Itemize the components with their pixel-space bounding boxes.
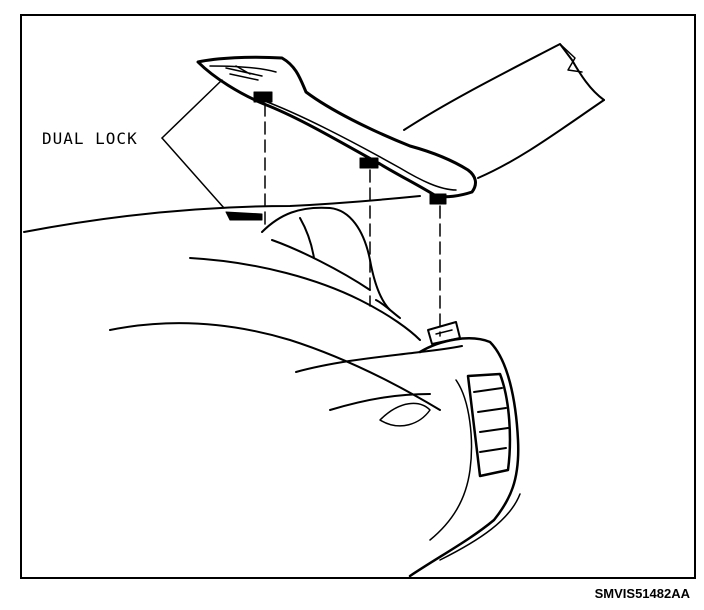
figure-code: SMVIS51482AA — [594, 586, 690, 601]
side-vent-housing-inner — [429, 379, 473, 541]
cluster-lid-hatch — [225, 65, 263, 81]
lid-clip — [429, 193, 447, 205]
windshield-break — [559, 43, 583, 73]
center-panel-outline — [261, 206, 391, 311]
dash-socket-detail — [435, 329, 453, 335]
dual-lock-callout: DUAL LOCK — [42, 129, 138, 148]
dashboard-swoop — [439, 493, 521, 561]
dashboard-lower-swoop — [379, 402, 431, 427]
dashboard-inner-contour — [189, 257, 421, 341]
figure-frame — [20, 14, 696, 579]
dashboard-bottom-contour — [329, 393, 431, 411]
dash-socket — [225, 211, 263, 221]
windshield-frame — [477, 99, 605, 179]
cluster-lid-inner-edge — [261, 99, 457, 191]
side-vent-louvers — [473, 387, 509, 453]
lid-clip — [359, 157, 379, 169]
dashboard-lower-contour — [109, 322, 441, 411]
alignment-lines — [264, 103, 441, 337]
center-panel-ridge — [299, 217, 315, 259]
cluster-lid — [196, 55, 477, 199]
callout-leader — [161, 79, 225, 209]
dashboard-top-outline — [23, 195, 421, 233]
dashboard-front-contour — [295, 345, 463, 373]
windshield-frame — [403, 43, 605, 131]
lid-clip — [253, 91, 273, 103]
side-vent-grille — [466, 372, 512, 478]
dash-socket — [375, 299, 401, 319]
side-vent-housing — [408, 337, 520, 578]
center-panel-ridge — [271, 239, 371, 291]
cluster-lid-inner-edge — [209, 65, 277, 73]
